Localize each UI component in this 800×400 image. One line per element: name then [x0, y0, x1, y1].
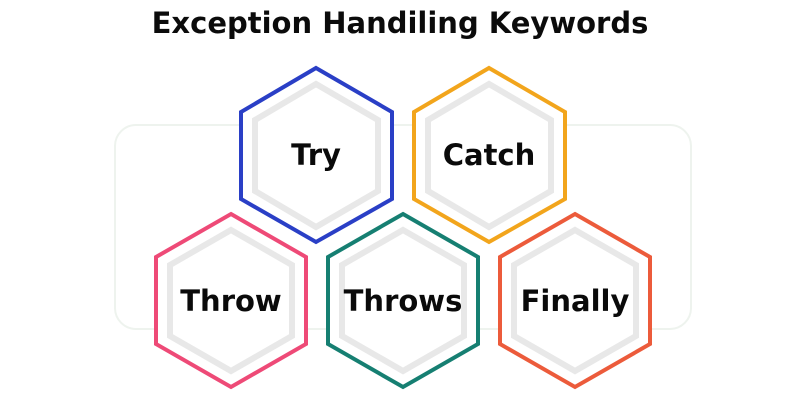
hexagon-catch [412, 65, 567, 245]
hexagon-throw [154, 211, 308, 390]
hexagon-throws [326, 211, 480, 390]
label-catch: Catch [442, 138, 536, 172]
label-finally: Finally [520, 284, 630, 318]
diagram-title: Exception Handiling Keywords [151, 6, 649, 40]
hexagon-finally [498, 211, 652, 390]
label-try: Try [291, 138, 341, 172]
label-throws: Throws [343, 284, 463, 318]
hexagon-try [239, 65, 394, 245]
label-throw: Throw [180, 284, 282, 318]
